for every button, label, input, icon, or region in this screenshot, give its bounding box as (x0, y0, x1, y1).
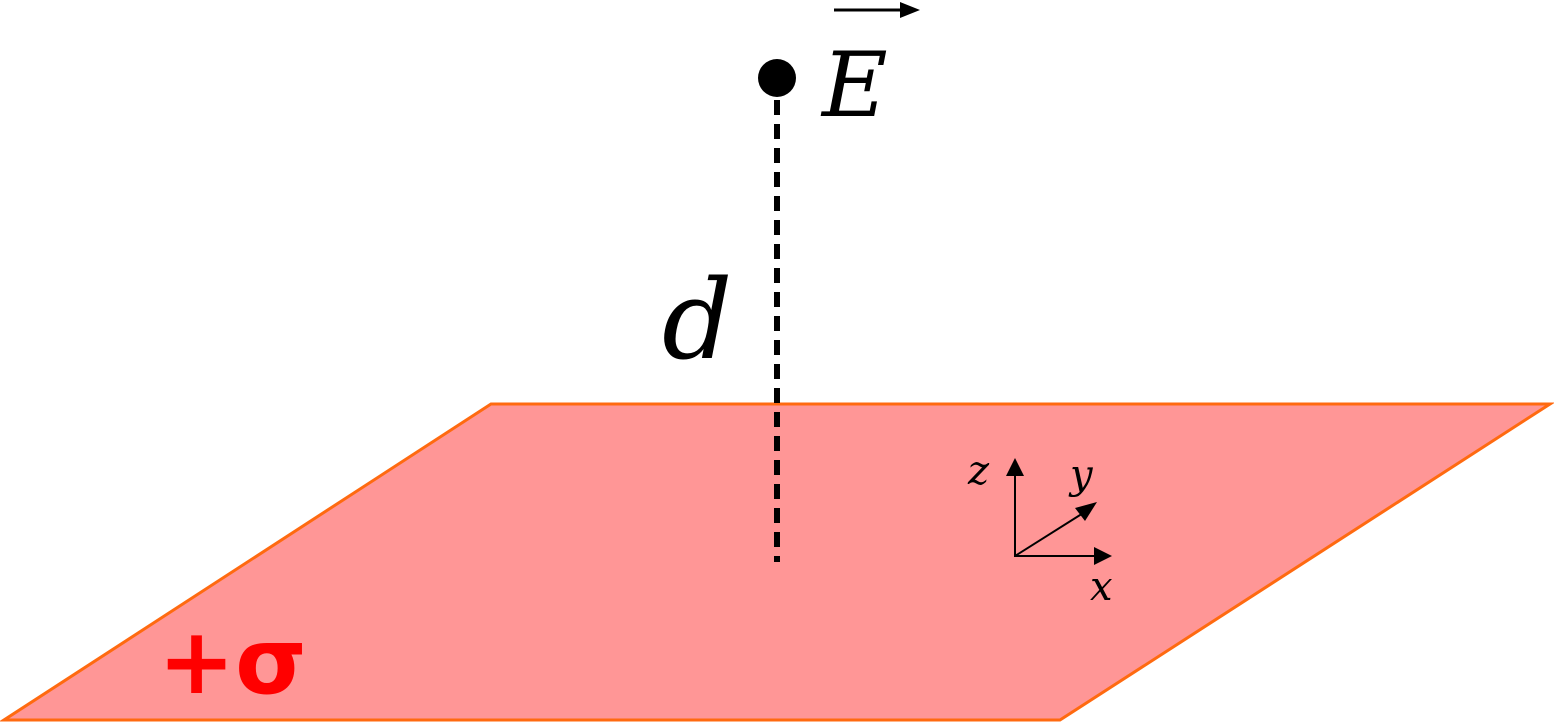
vector-arrowhead-icon (900, 2, 920, 18)
y-axis-arrow (1014, 509, 1089, 557)
axes-triad: x y z (967, 448, 1113, 610)
y-axis-label: y (1068, 452, 1094, 498)
distance-label: d (662, 256, 732, 384)
z-axis-label: z (967, 448, 990, 494)
charge-label: +σ (158, 608, 307, 715)
x-arrowhead-icon (1094, 547, 1112, 565)
y-arrowhead-icon (1075, 502, 1097, 521)
field-point (758, 59, 796, 97)
x-axis-label: x (1090, 564, 1113, 610)
z-arrowhead-icon (1006, 458, 1024, 476)
field-label: E (820, 33, 888, 138)
